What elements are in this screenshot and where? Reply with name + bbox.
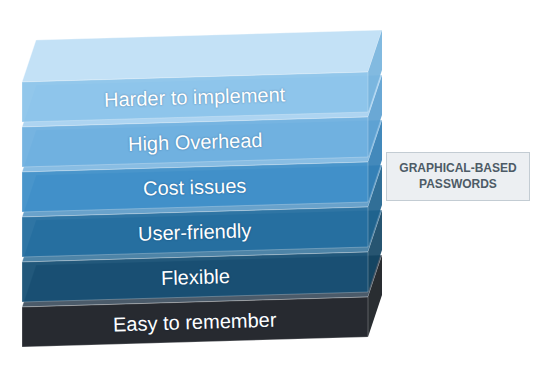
title-tag: GRAPHICAL-BASED PASSWORDS <box>386 152 530 201</box>
layer-band: User-friendly <box>132 217 258 248</box>
node-label: High Overhead <box>127 129 262 156</box>
layer-band: Flexible <box>154 262 236 291</box>
node-label: Harder to implement <box>104 83 286 111</box>
layer-band: Cost issues <box>137 172 253 202</box>
slab-front <box>22 72 368 122</box>
layer-band: Harder to implement <box>98 81 292 114</box>
node-label: Flexible <box>160 264 230 289</box>
layer-slab <box>22 30 382 122</box>
slab-front <box>22 252 368 302</box>
layer-band: Easy to remember <box>107 306 283 338</box>
node-label: User-friendly <box>138 219 252 245</box>
slab-front <box>22 162 368 212</box>
node-label: GRAPHICAL-BASED PASSWORDS <box>395 161 521 192</box>
slab-front <box>22 297 368 347</box>
layer-band: High Overhead <box>121 126 268 157</box>
slab-side <box>368 30 382 112</box>
node-label: Easy to remember <box>113 308 277 336</box>
node-label: Cost issues <box>143 174 247 200</box>
slab-front <box>22 207 368 257</box>
slab-front <box>22 117 368 167</box>
